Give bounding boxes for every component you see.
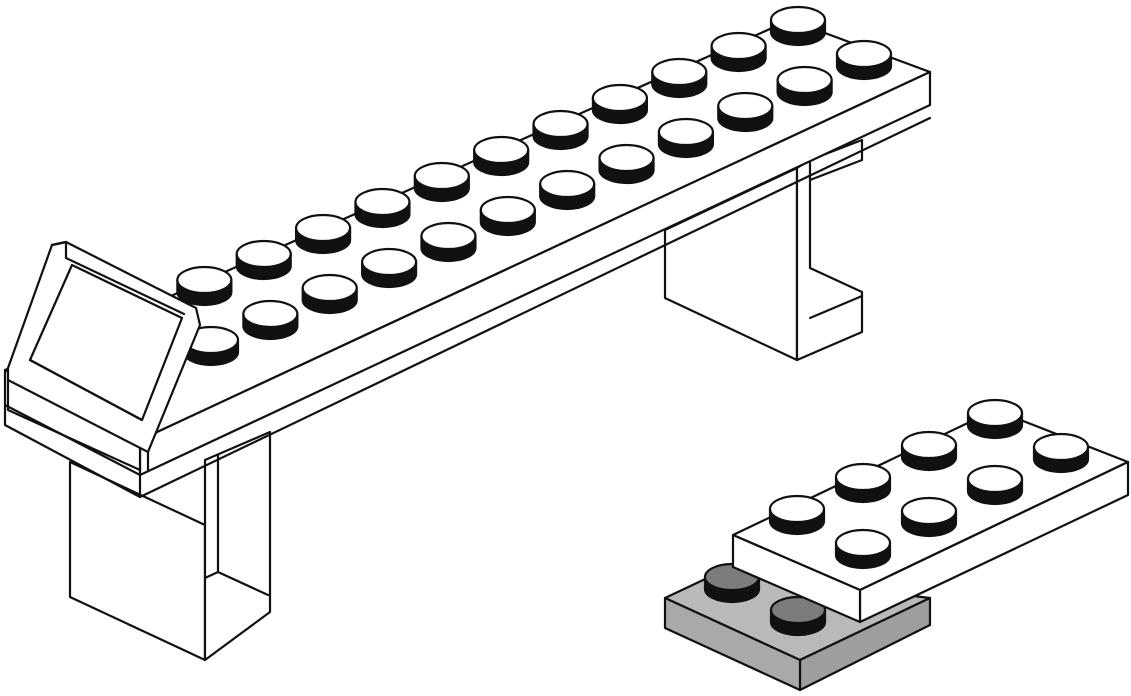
- long-plate-stud: [479, 195, 536, 237]
- long-plate-stud: [657, 117, 715, 159]
- long-plate-stud: [176, 265, 233, 307]
- long-plate-stud: [360, 247, 418, 289]
- handle-clip: [6, 240, 202, 472]
- long-plate-stud: [835, 39, 893, 81]
- gray-plate-left: [663, 596, 802, 692]
- small-plate-stud: [768, 494, 826, 536]
- long-plate-stud: [710, 31, 767, 73]
- small-plate-left: [731, 533, 862, 624]
- small-plate-stud: [900, 496, 958, 538]
- long-plate-stud: [769, 5, 827, 47]
- long-plate-stud: [651, 57, 708, 99]
- long-plate-stud: [182, 325, 240, 367]
- long-plate-stud: [235, 239, 292, 281]
- small-plate-stud: [966, 464, 1024, 506]
- long-plate-stud: [532, 109, 589, 151]
- long-plate-stud: [598, 143, 655, 185]
- long-plate-stud: [294, 213, 352, 255]
- small-plate-studs: [768, 398, 1090, 570]
- long-plate-stud: [473, 135, 530, 177]
- small-plate-stud: [1032, 432, 1090, 474]
- long-plate-stud: [301, 273, 358, 315]
- long-plate-stud: [717, 91, 774, 133]
- long-plate-stud: [413, 161, 470, 203]
- long-plate-stud: [591, 83, 649, 125]
- long-plate-stud: [420, 221, 477, 263]
- gray-plate-stud: [769, 595, 827, 637]
- long-plate-stud: [539, 169, 596, 211]
- long-plate-stud: [354, 187, 411, 229]
- long-plate-stud: [776, 65, 833, 107]
- small-plate-stud: [900, 430, 958, 472]
- small-plate-stud: [966, 398, 1024, 440]
- small-plate-stud: [834, 528, 892, 570]
- left-leg-bracket: [68, 430, 272, 662]
- right-leg-bracket: [663, 138, 864, 362]
- long-plate-studs: [116, 5, 893, 367]
- small-plate-stud: [834, 462, 892, 504]
- long-plate-stud: [242, 299, 299, 341]
